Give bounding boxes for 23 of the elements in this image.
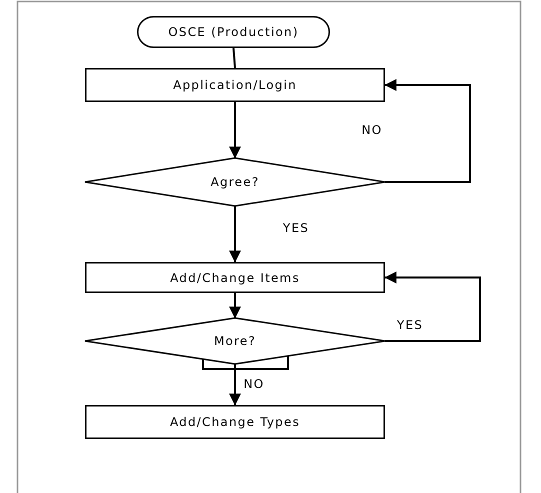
node-text: More? xyxy=(214,334,256,348)
arrow xyxy=(229,364,241,406)
process-box xyxy=(85,68,385,102)
node-text: Add/Change Items xyxy=(170,270,300,284)
connector-line xyxy=(232,48,236,68)
node-text: Add/Change Types xyxy=(170,415,300,429)
process-box xyxy=(85,405,385,439)
process-box xyxy=(85,262,385,293)
decision-diamond xyxy=(85,318,385,364)
node-text: OSCE (Production) xyxy=(168,25,299,39)
node-text: Agree? xyxy=(210,175,260,189)
edge-label: YES xyxy=(282,221,310,235)
node-text: Application/Login xyxy=(173,78,297,92)
decision-diamond xyxy=(85,158,385,206)
start-terminal xyxy=(137,16,330,48)
arrow xyxy=(229,102,241,159)
edge-label: NO xyxy=(360,123,384,137)
arrow xyxy=(384,272,481,342)
arrow xyxy=(229,293,241,319)
arrow xyxy=(229,206,241,263)
edge-label: NO xyxy=(242,377,266,391)
arrow xyxy=(384,79,471,183)
edge-label: YES xyxy=(396,318,424,332)
